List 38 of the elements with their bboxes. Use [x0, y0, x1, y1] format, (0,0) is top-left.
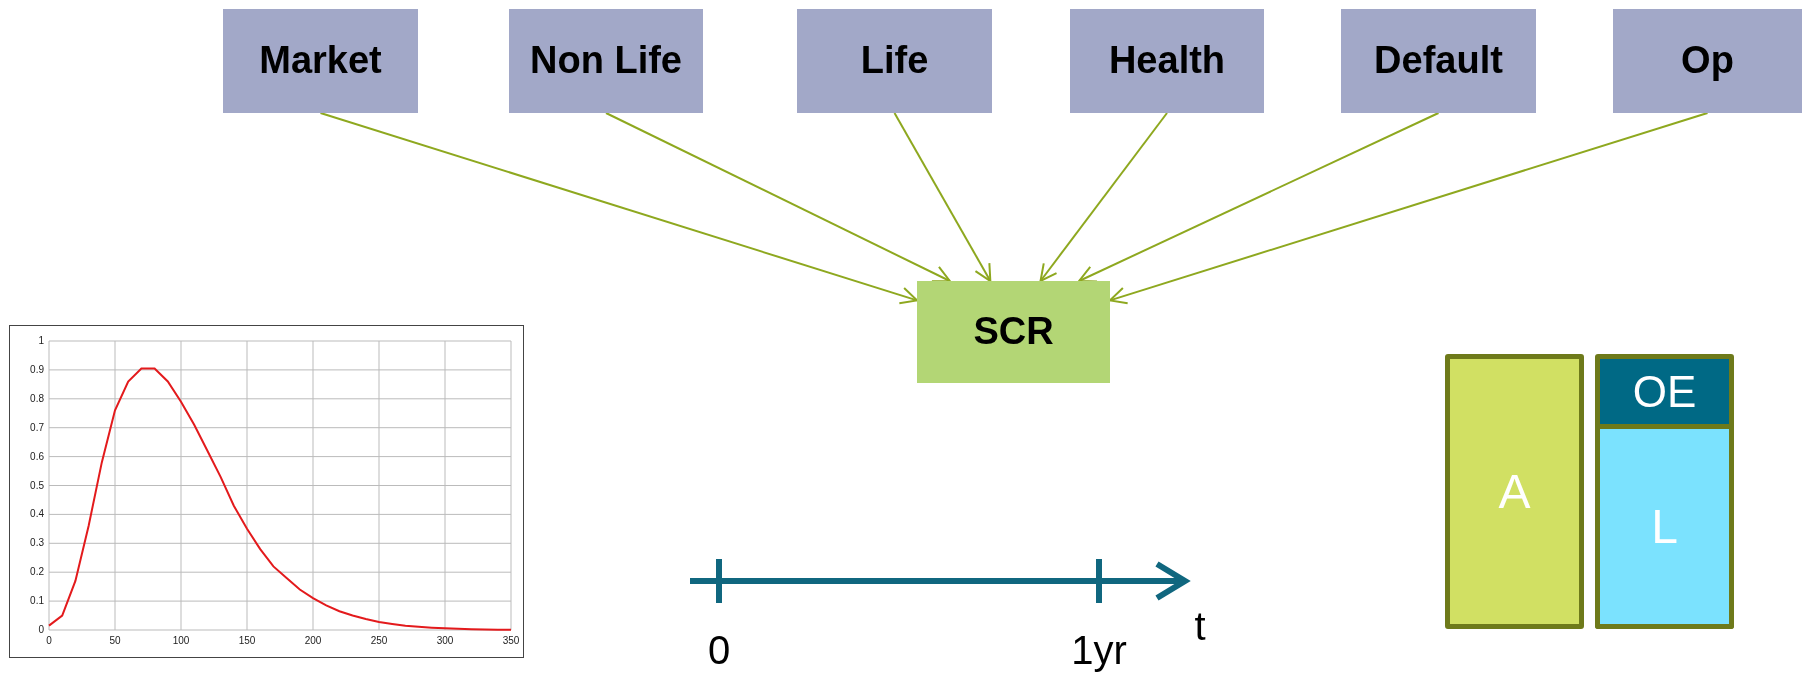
- tick-label: 100: [172, 636, 190, 646]
- tick-label: 1: [37, 336, 44, 346]
- category-box: Health: [1070, 9, 1264, 113]
- category-box: Default: [1341, 9, 1536, 113]
- tick-label: 200: [304, 636, 322, 646]
- assets-block: A: [1445, 354, 1584, 629]
- tick-label: 0.2: [29, 567, 44, 578]
- tick-label: 350: [502, 636, 520, 646]
- axis-label: t: [1194, 606, 1206, 646]
- tick-label: 0.8: [29, 393, 44, 404]
- tick-label: 0.1: [29, 596, 44, 607]
- tick-label: 0: [46, 636, 52, 646]
- liabilities-block: L: [1595, 429, 1734, 629]
- tick-label: 0.9: [29, 364, 44, 375]
- tick-label: 250: [370, 636, 388, 646]
- tick-label: 0.6: [29, 451, 44, 462]
- tick-label: 0: [37, 625, 44, 635]
- arrow: [1078, 112, 1440, 283]
- tick-label: 0.3: [29, 538, 44, 549]
- category-box: Non Life: [509, 9, 703, 113]
- axis-tick-label: 0: [707, 630, 731, 670]
- tick-label: 50: [109, 636, 121, 646]
- axis-tick-label: 1yr: [1071, 630, 1127, 670]
- tick-label: 0.7: [29, 422, 44, 433]
- arrow: [893, 112, 992, 282]
- arrow: [1109, 112, 1709, 305]
- category-box: Market: [223, 9, 418, 113]
- category-box: Life: [797, 9, 992, 113]
- arrow: [319, 112, 918, 305]
- arrow: [605, 112, 951, 283]
- arrow: [1039, 112, 1168, 282]
- tick-label: 0.4: [29, 509, 44, 520]
- equity-block: OE: [1595, 354, 1734, 429]
- result-box: SCR: [917, 281, 1110, 383]
- category-box: Op: [1613, 9, 1802, 113]
- tick-label: 300: [436, 636, 454, 646]
- tick-label: 150: [238, 636, 256, 646]
- tick-label: 0.5: [29, 480, 44, 491]
